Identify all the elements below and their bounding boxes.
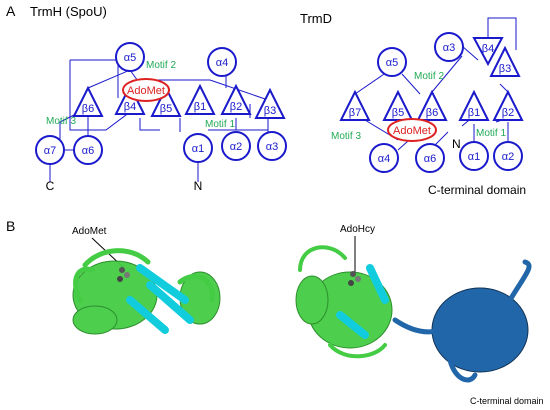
trmh-strand-b1 [184, 83, 216, 115]
trmh-helix-a3-label: α3 [266, 141, 278, 153]
trmd-helix-a5-label: α5 [386, 57, 398, 69]
trmh-green-lobe [72, 305, 118, 335]
trmd-helix-a4 [369, 143, 399, 173]
right-cofactor-label: AdoHcy [340, 224, 375, 235]
trmh-strand-b5 [150, 85, 182, 117]
trmh-helices [35, 42, 287, 165]
trmd-cyan-strand [336, 311, 369, 339]
panel-b-label: B [6, 218, 15, 234]
trmh-helix-a2-label: α2 [230, 141, 242, 153]
trmh-loop-left [73, 266, 95, 303]
trmd-blue-loop-top [507, 259, 532, 303]
trmh-strand-b1-label: β1 [194, 101, 206, 113]
trmh-strand-b4-label: β4 [124, 101, 136, 113]
trmd-strand-b6-label: β6 [426, 107, 438, 119]
left-cofactor-molecule [117, 267, 130, 282]
trmd-motif-2: Motif 2 [414, 71, 444, 82]
trmh-helix-a1 [183, 133, 213, 163]
trmd-linker [392, 317, 443, 335]
trmh-helix-a6-label: α6 [82, 145, 94, 157]
trmd-c-terminal-domain-label: C-terminal domain [428, 183, 526, 197]
trmd-strand-b3 [489, 45, 521, 77]
trmd-strand-b2 [492, 89, 524, 121]
trmd-loop-top [298, 245, 347, 272]
trmh-structure: AdoMet [72, 226, 221, 335]
trmh-helix-a5-label: α5 [124, 52, 136, 64]
trmd-n-terminus: N [452, 137, 461, 151]
trmh-title: TrmH (SpoU) [30, 4, 107, 19]
trmh-adomet-ellipse [122, 78, 170, 102]
trmd-topology: TrmD α5 α3 [300, 11, 526, 197]
trmh-strand-b6-label: β6 [82, 103, 94, 115]
trmh-strand-b5-label: β5 [160, 103, 172, 115]
trmh-strand-b2-label: β2 [230, 101, 242, 113]
trmd-strands [339, 37, 524, 121]
trmd-strand-b7-label: β7 [349, 107, 361, 119]
trmh-strand-b2 [220, 83, 252, 115]
trmd-strand-b7 [339, 89, 371, 121]
trmd-helix-a1-label: α1 [468, 151, 480, 163]
trmh-helix-a4 [207, 47, 237, 77]
trmd-strand-b3-label: β3 [499, 63, 511, 75]
trmd-helix-a5 [377, 47, 407, 77]
trmd-green-left [295, 275, 329, 325]
trmh-helix-a7 [35, 135, 65, 165]
trmd-cyan-helix [366, 264, 389, 304]
trmd-helix-a2-label: α2 [502, 151, 514, 163]
trmd-helix-a3-label: α3 [443, 42, 455, 54]
trmd-title: TrmD [300, 11, 332, 26]
trmd-strand-b1 [458, 89, 490, 121]
trmh-cyan-strand [126, 296, 169, 334]
trmh-cyan-helix-1 [136, 264, 189, 304]
trmd-strand-b2-label: β2 [502, 107, 514, 119]
panel-b-c-terminal-domain-label: C-terminal domain [470, 396, 544, 406]
trmd-loop-bottom [328, 343, 387, 359]
trmh-motif-2: Motif 2 [146, 60, 176, 71]
trmh-motif-3: Motif 3 [46, 116, 76, 127]
trmd-motif-3: Motif 3 [331, 131, 361, 142]
trmh-helix-a7-label: α7 [44, 145, 56, 157]
left-cofactor-label: AdoMet [72, 226, 107, 237]
trmd-helix-a4-label: α4 [378, 153, 390, 165]
trmd-adomet-label: AdoMet [393, 125, 431, 137]
trmd-helix-a3 [434, 32, 464, 62]
trmh-adomet-label: AdoMet [127, 85, 165, 97]
trmh-c-terminus: C [46, 179, 55, 193]
trmh-loop-top [82, 248, 151, 268]
trmd-helix-a1 [459, 141, 489, 171]
trmd-helix-a6-label: α6 [424, 153, 436, 165]
trmh-cyan-helix-2 [146, 281, 194, 324]
trmd-adomet-ellipse [387, 118, 437, 142]
trmd-strand-b4-label: β4 [482, 43, 494, 55]
trmd-helix-a6 [415, 143, 445, 173]
trmh-helix-a1-label: α1 [192, 143, 204, 155]
trmh-loop-right [177, 274, 215, 303]
trmh-n-terminus: N [194, 179, 203, 193]
right-cofactor-molecule [348, 271, 361, 286]
trmh-helix-a2 [221, 131, 251, 161]
trmd-strand-b5-label: β5 [392, 107, 404, 119]
trmh-helix-a6 [73, 135, 103, 165]
trmd-structure: AdoHcy [295, 224, 532, 383]
trmd-blue-loop-bottom [447, 357, 478, 383]
trmh-strand-b6 [72, 85, 104, 117]
trmh-topology: TrmH (SpoU) [30, 4, 287, 193]
trmd-blue-domain [431, 287, 529, 373]
trmh-strands [72, 83, 286, 119]
trmh-helix-a3 [257, 131, 287, 161]
trmh-strand-b3 [254, 87, 286, 119]
trmd-strand-b1-label: β1 [468, 107, 480, 119]
trmd-motif-1: Motif 1 [476, 128, 506, 139]
trmd-strand-b6 [416, 89, 448, 121]
trmh-motif-1: Motif 1 [205, 119, 235, 130]
trmh-strand-b3-label: β3 [264, 105, 276, 117]
trmd-strand-b4 [472, 37, 504, 67]
trmh-helix-a4-label: α4 [216, 57, 228, 69]
trmd-helix-a2 [493, 141, 523, 171]
trmd-helices [369, 32, 523, 173]
trmh-helix-a5 [115, 42, 145, 72]
panel-a-label: A [6, 3, 16, 19]
